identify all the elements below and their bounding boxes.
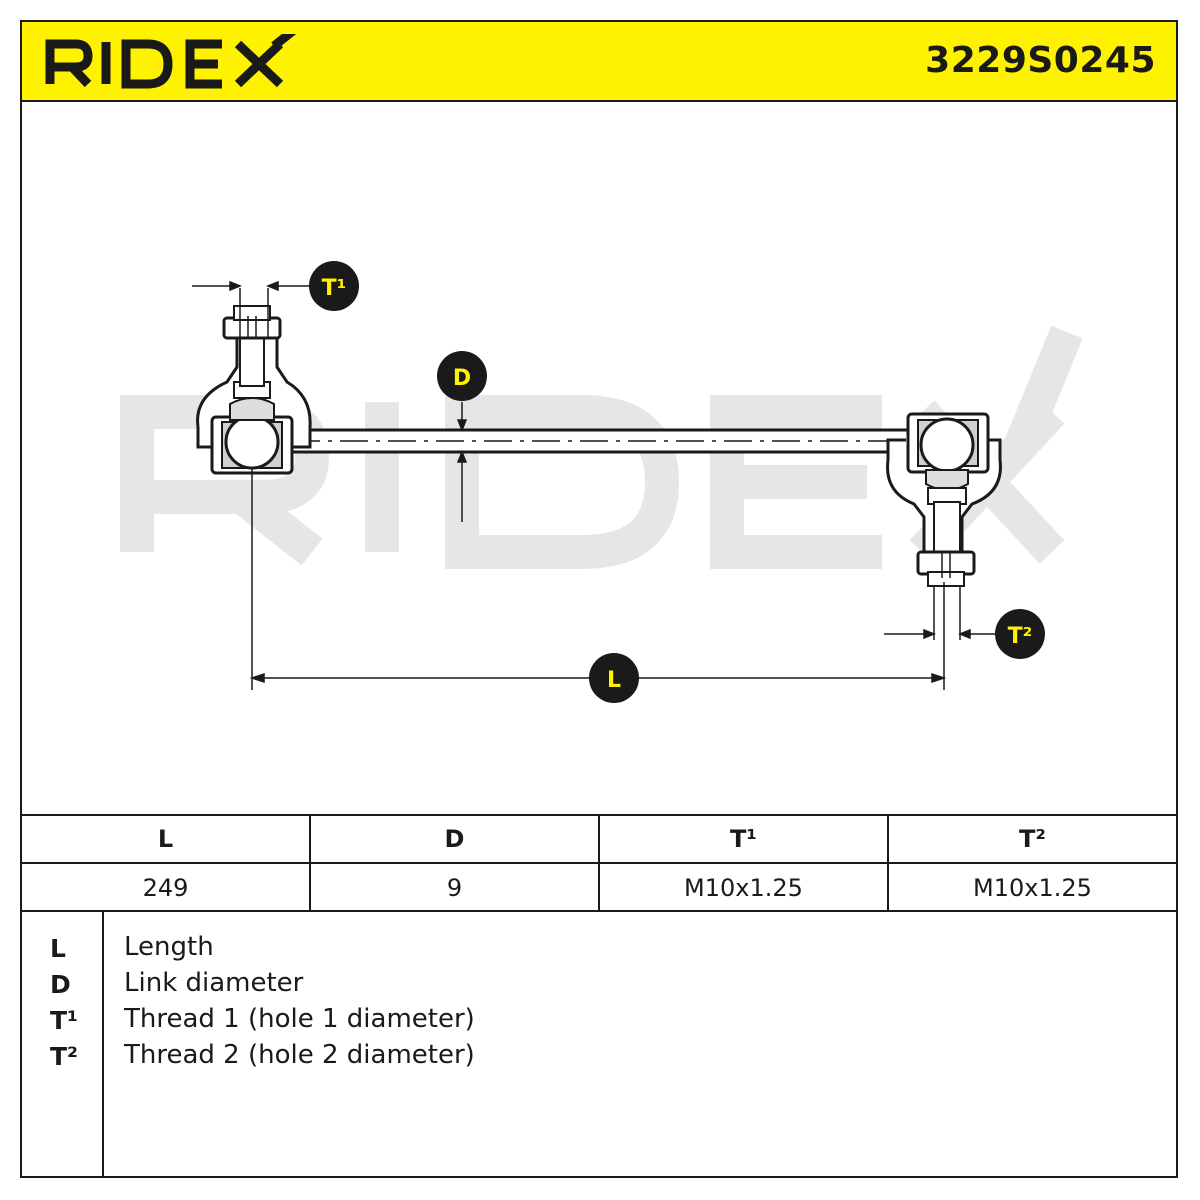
legend-text: Thread 1 (hole 1 diameter)	[124, 1004, 475, 1034]
legend-text: Link diameter	[124, 968, 304, 998]
spec-header-t1: T¹	[598, 816, 887, 862]
spec-value-t2: M10x1.25	[887, 864, 1176, 912]
callout-t1-label: T¹	[322, 276, 347, 301]
legend-item: L Length	[22, 930, 1176, 966]
spec-table-header-row: L D T¹ T²	[22, 816, 1176, 864]
header-bar: 3229S0245	[22, 22, 1176, 102]
spec-header-d: D	[309, 816, 598, 862]
legend-code: T¹	[50, 1006, 79, 1035]
spec-value-t1: M10x1.25	[598, 864, 887, 912]
legend-text: Thread 2 (hole 2 diameter)	[124, 1040, 475, 1070]
callout-l: L	[589, 653, 639, 703]
legend-code: L	[50, 934, 66, 963]
legend-item: T² Thread 2 (hole 2 diameter)	[22, 1038, 1176, 1074]
legend-item: T¹ Thread 1 (hole 1 diameter)	[22, 1002, 1176, 1038]
legend-text: Length	[124, 932, 214, 962]
callout-t1: T¹	[309, 261, 359, 311]
part-number: 3229S0245	[925, 40, 1156, 81]
link-rod	[290, 428, 914, 454]
callout-t2-label: T²	[1008, 624, 1033, 649]
callout-l-label: L	[607, 668, 621, 693]
ridex-logo-graphic	[45, 22, 302, 89]
spec-header-l: L	[157, 825, 174, 853]
callout-t2: T²	[995, 609, 1045, 659]
legend-code: D	[50, 970, 71, 999]
legend-code: T²	[50, 1042, 79, 1071]
technical-drawing: T¹ D T² L	[22, 102, 1176, 814]
spec-value-d: 9	[309, 864, 598, 912]
callout-d-label: D	[453, 366, 471, 391]
legend-item: D Link diameter	[22, 966, 1176, 1002]
callout-d: D	[437, 351, 487, 401]
ridex-logo	[44, 22, 304, 94]
right-ball-joint	[886, 412, 1002, 587]
left-ball-joint	[196, 305, 312, 475]
spec-value-l: 249	[142, 874, 189, 902]
legend: L Length D Link diameter T¹ Thread 1 (ho…	[22, 912, 1176, 1178]
datasheet-frame: 3229S0245	[20, 20, 1178, 1178]
spec-header-t2: T²	[887, 816, 1176, 862]
spec-table-value-row: 249 9 M10x1.25 M10x1.25	[22, 864, 1176, 912]
stabilizer-link-drawing: T¹ D T² L	[120, 261, 1083, 703]
legend-divider	[102, 912, 104, 1178]
spec-table: L D T¹ T² 249 9 M10x1.25 M10x1.25	[22, 814, 1176, 912]
